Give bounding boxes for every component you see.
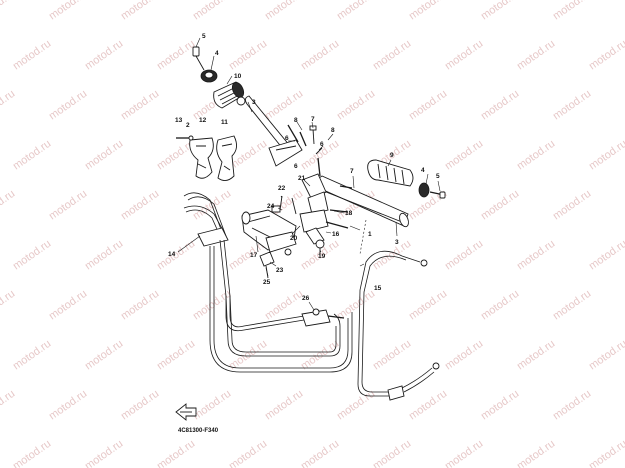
leader-lines: [177, 37, 441, 311]
callout-8b: 8: [331, 127, 335, 134]
clutch-cable: [357, 250, 440, 401]
callout-21: 21: [298, 175, 306, 182]
callout-6b: 6: [320, 141, 324, 148]
callout-26: 26: [302, 295, 310, 302]
callout-7: 7: [311, 116, 315, 123]
callout-3: 3: [252, 99, 256, 106]
callout-10: 10: [234, 73, 242, 80]
callout-6c: 6: [294, 163, 298, 170]
callout-19: 19: [318, 253, 326, 260]
callout-13: 13: [175, 117, 183, 124]
callout-11: 11: [221, 119, 228, 126]
throttle-housing: [176, 135, 237, 181]
callout-22: 22: [278, 185, 286, 192]
callout-labels: 1 2 3 4 5 6 7 8 9 10 11 12 13 14 15 16 1…: [168, 33, 440, 434]
callout-15: 15: [374, 285, 382, 292]
callout-23: 23: [276, 267, 284, 274]
callout-24: 24: [267, 203, 275, 210]
callout-7b: 7: [350, 168, 354, 175]
callout-14: 14: [168, 251, 176, 258]
callout-3b: 3: [395, 239, 399, 246]
callout-16: 16: [332, 231, 340, 238]
callout-4: 4: [215, 50, 219, 57]
callout-4b: 4: [421, 167, 425, 174]
callout-12: 12: [199, 117, 207, 124]
callout-8: 8: [294, 117, 298, 124]
callout-1: 1: [368, 231, 372, 238]
throttle-cables: [183, 192, 353, 373]
callout-25: 25: [263, 279, 271, 286]
callout-2: 2: [186, 122, 190, 129]
lever-holder: [241, 195, 297, 279]
throttle-grip-assembly: [192, 46, 317, 167]
front-direction-arrow-icon: [175, 403, 197, 421]
callout-18: 18: [345, 210, 353, 217]
callout-20: 20: [290, 235, 298, 242]
callout-5: 5: [202, 33, 206, 40]
callout-6: 6: [285, 135, 289, 142]
callout-9: 9: [390, 152, 394, 159]
callout-5b: 5: [436, 173, 440, 180]
callout-17: 17: [250, 252, 258, 259]
diagram-code: 4C81300-F340: [178, 428, 219, 434]
handlebar-assembly: [299, 147, 446, 258]
